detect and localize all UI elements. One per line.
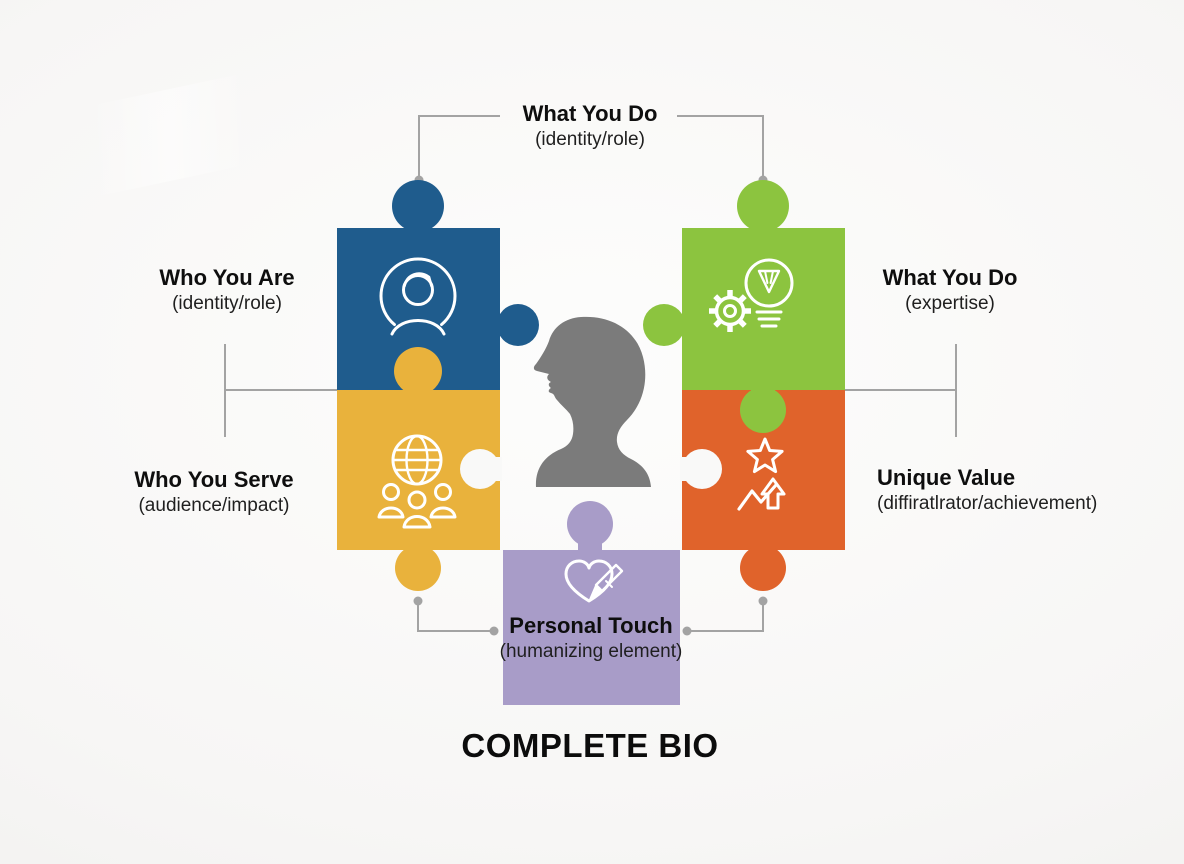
- star-growth-arrows-icon: [737, 437, 786, 511]
- gear-lightbulb-icon: [709, 258, 794, 332]
- label-subtitle: (identity/role): [172, 293, 282, 314]
- label-subtitle: (identity/role): [535, 129, 645, 150]
- label-what-you-do-top: What You Do (identity/role): [523, 100, 658, 152]
- orange-left-socket: [680, 449, 722, 489]
- label-who-you-serve: Who You Serve (audience/impact): [134, 466, 293, 518]
- top-right-connector: [677, 115, 764, 176]
- left-connector: [224, 344, 337, 437]
- head-silhouette-icon: [533, 316, 651, 487]
- person-icon: [379, 257, 457, 336]
- connector-dot: [413, 596, 423, 606]
- heart-paintbrush-icon: [564, 559, 624, 603]
- bottom-left-connector: [417, 604, 492, 632]
- label-who-you-are: Who You Are (identity/role): [159, 264, 294, 316]
- label-title: Who You Serve: [134, 467, 294, 492]
- yellow-right-socket: [460, 449, 502, 489]
- connector-dot: [682, 626, 692, 636]
- label-what-you-do-right: What You Do (expertise): [883, 264, 1018, 316]
- label-subtitle: (humanizing element): [499, 641, 683, 662]
- globe-people-icon: [377, 434, 457, 529]
- label-personal-touch: Personal Touch (humanizing element): [500, 612, 683, 664]
- label-title: Who You Are: [159, 265, 295, 290]
- connector-lines: [224, 115, 957, 632]
- label-title: What You Do: [882, 265, 1018, 290]
- complete-bio-title: COMPLETE BIO: [461, 727, 719, 764]
- piece-personal-touch-purple: [503, 501, 680, 705]
- label-subtitle: (diffiratlrator/achievement): [877, 493, 1098, 514]
- label-unique-value: Unique Value (diffiratlrator/achievement…: [877, 464, 1097, 516]
- label-subtitle: (expertise): [905, 293, 995, 314]
- right-connector: [845, 344, 957, 437]
- label-title: What You Do: [522, 101, 658, 126]
- top-left-connector: [418, 115, 500, 176]
- piece-icons: [377, 257, 794, 603]
- bottom-right-connector: [688, 604, 764, 632]
- label-subtitle: (audience/impact): [138, 495, 290, 516]
- piece-who-you-are-blue: [337, 180, 539, 390]
- connector-dot: [758, 596, 768, 606]
- label-title: Unique Value: [877, 465, 1016, 490]
- label-title: Personal Touch: [509, 613, 673, 638]
- connector-dot: [489, 626, 499, 636]
